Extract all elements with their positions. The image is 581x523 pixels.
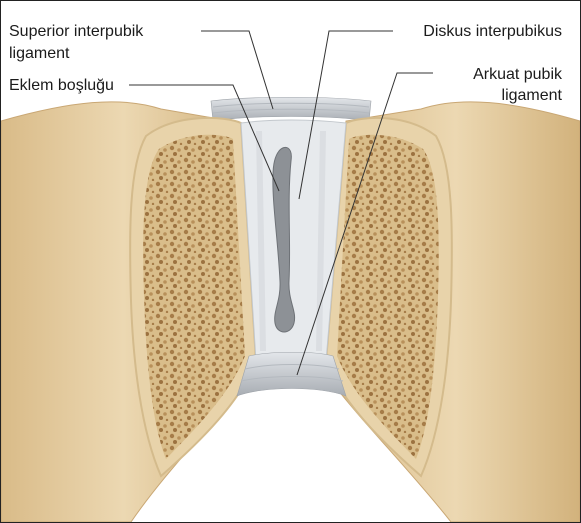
right-spongy-bone — [337, 135, 439, 459]
left-spongy-bone — [143, 135, 245, 459]
label-eklem-boslugu: Eklem boşluğu — [9, 76, 114, 96]
label-arkuat-pubik: Arkuat pubik — [473, 65, 562, 85]
label-superior-ligament: ligament — [9, 44, 69, 64]
label-arkuat-ligament: ligament — [502, 86, 562, 106]
label-superior-interpubik: Superior interpubik — [9, 22, 143, 42]
arcuate-ligament-band — [237, 352, 346, 396]
leader-superior — [201, 31, 273, 109]
label-diskus-interpubikus: Diskus interpubikus — [423, 22, 562, 42]
